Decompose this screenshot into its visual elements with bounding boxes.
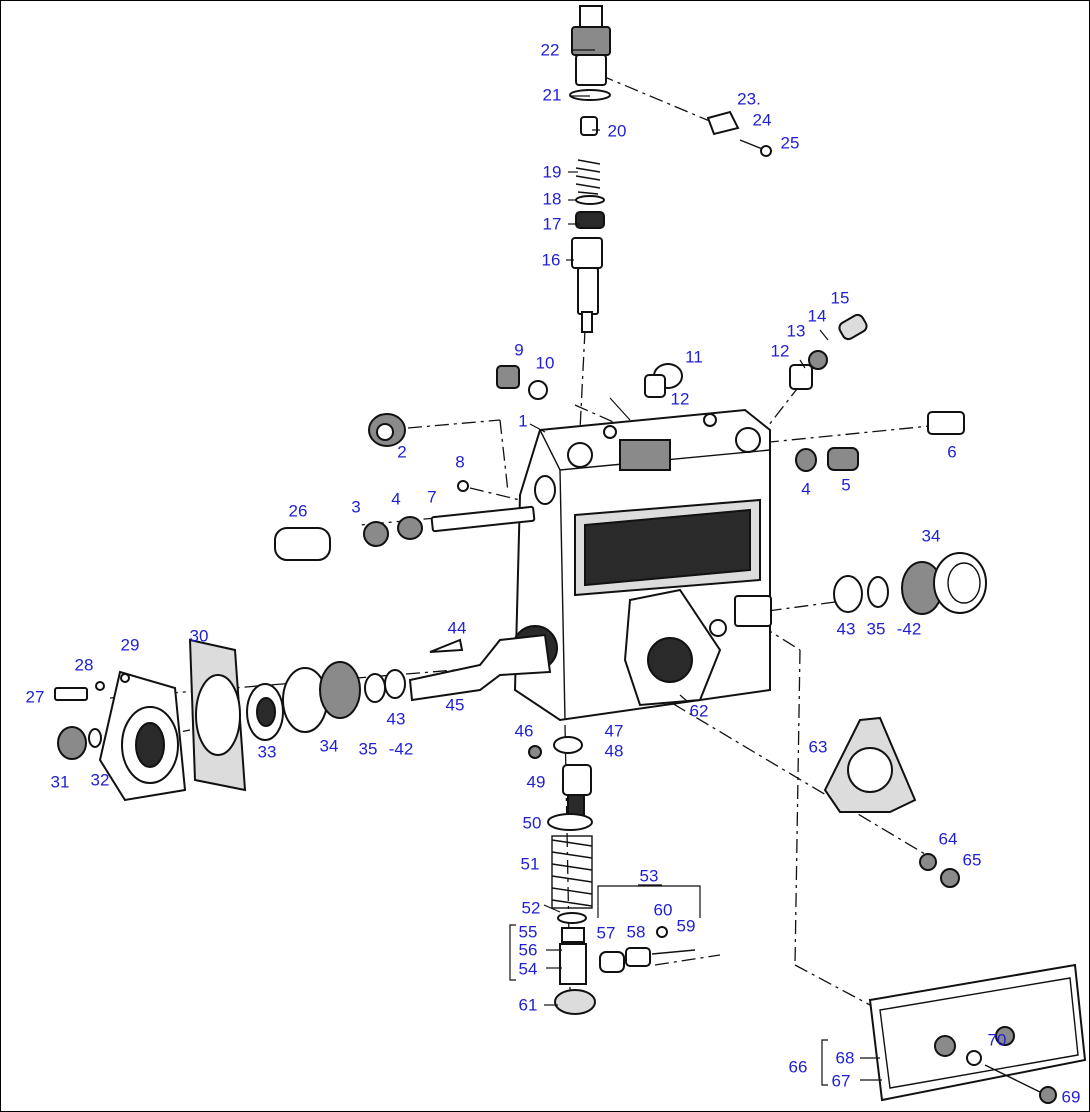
tappet-stack xyxy=(528,736,696,1015)
part-label-61: 61 xyxy=(518,995,538,1015)
part-label-4-left: 4 xyxy=(391,489,401,509)
part-label-60: 60 xyxy=(653,900,673,920)
part-label-17: 17 xyxy=(542,214,562,234)
part-label-10: 10 xyxy=(535,353,555,373)
part-label-50: 50 xyxy=(522,813,542,833)
part-label-42-right: -42 xyxy=(896,619,922,639)
label-leaders xyxy=(529,49,882,1081)
part-label-58: 58 xyxy=(626,922,646,942)
part-label-34-left: 34 xyxy=(319,736,339,756)
part-label-49: 49 xyxy=(526,772,546,792)
part-label-59: 59 xyxy=(676,916,696,936)
part-label-32: 32 xyxy=(90,770,110,790)
part-label-21: 21 xyxy=(542,85,562,105)
part-label-20: 20 xyxy=(607,121,627,141)
part-label-25: 25 xyxy=(780,133,800,153)
part-label-47: 47 xyxy=(604,721,624,741)
part-label-6: 6 xyxy=(947,442,957,462)
part-label-11: 11 xyxy=(685,347,703,367)
camshaft xyxy=(408,633,552,702)
part-label-43-left: 43 xyxy=(386,709,406,729)
part-label-51: 51 xyxy=(520,854,540,874)
part-label-31: 31 xyxy=(50,772,70,792)
part-label-23: 23. xyxy=(737,89,761,109)
part-label-15: 15 xyxy=(830,288,850,308)
part-label-7: 7 xyxy=(427,487,437,507)
part-label-12-mid: 12 xyxy=(670,389,690,409)
left-bearing-and-flange xyxy=(54,638,406,802)
part-label-45: 45 xyxy=(445,695,465,715)
part-label-35-right: 35 xyxy=(866,619,886,639)
part-label-29: 29 xyxy=(120,635,140,655)
part-label-35-left: 35 xyxy=(358,739,378,759)
part-label-69: 69 xyxy=(1061,1087,1081,1107)
part-label-33: 33 xyxy=(257,742,277,762)
part-label-26: 26 xyxy=(288,501,308,521)
part-label-43-right: 43 xyxy=(836,619,856,639)
part-label-2: 2 xyxy=(397,442,407,462)
delivery-valve-stack xyxy=(569,5,611,333)
part-label-22: 22 xyxy=(540,40,560,60)
part-label-12-right: 12 xyxy=(770,341,790,361)
part-label-68: 68 xyxy=(835,1048,855,1068)
part-label-4-right: 4 xyxy=(801,479,811,499)
right-bearing-set xyxy=(833,552,987,615)
part-label-9: 9 xyxy=(514,340,524,360)
part-label-67: 67 xyxy=(831,1071,851,1091)
cover-plate xyxy=(868,963,1087,1104)
part-label-57: 57 xyxy=(596,923,616,943)
part-label-8: 8 xyxy=(455,452,465,472)
part-label-19: 19 xyxy=(542,162,562,182)
part-label-62: 62 xyxy=(689,701,709,721)
part-label-52: 52 xyxy=(521,898,541,918)
part-label-14: 14 xyxy=(807,306,827,326)
part-label-53: 53 xyxy=(639,866,659,886)
left-fittings xyxy=(274,413,536,561)
part-label-1: 1 xyxy=(518,411,528,431)
part-label-42-left: -42 xyxy=(388,739,414,759)
part-label-28: 28 xyxy=(74,655,94,675)
part-label-13: 13 xyxy=(786,321,806,341)
right-side-fittings xyxy=(795,411,965,472)
part-label-70: 70 xyxy=(987,1030,1007,1050)
part-label-48: 48 xyxy=(604,741,624,761)
part-label-18: 18 xyxy=(542,189,562,209)
part-label-63: 63 xyxy=(808,737,828,757)
grouping-brackets xyxy=(509,885,828,1086)
part-label-27: 27 xyxy=(25,687,45,707)
part-label-3: 3 xyxy=(351,497,361,517)
part-label-44: 44 xyxy=(447,618,467,638)
part-label-5: 5 xyxy=(841,475,851,495)
part-label-56: 56 xyxy=(518,940,538,960)
part-label-55: 55 xyxy=(518,922,538,942)
part-label-54: 54 xyxy=(518,959,538,979)
top-fittings xyxy=(496,313,868,400)
part-label-65: 65 xyxy=(962,850,982,870)
cover-gasket-small xyxy=(823,716,960,888)
part-label-16: 16 xyxy=(541,250,561,270)
part-label-34-right: 34 xyxy=(921,526,941,546)
part-label-64: 64 xyxy=(938,829,958,849)
part-label-46: 46 xyxy=(514,721,534,741)
part-label-66: 66 xyxy=(788,1057,808,1077)
bracket-assembly xyxy=(706,110,772,157)
part-label-30: 30 xyxy=(189,626,209,646)
part-label-24: 24 xyxy=(752,110,772,130)
pump-housing xyxy=(512,408,772,722)
